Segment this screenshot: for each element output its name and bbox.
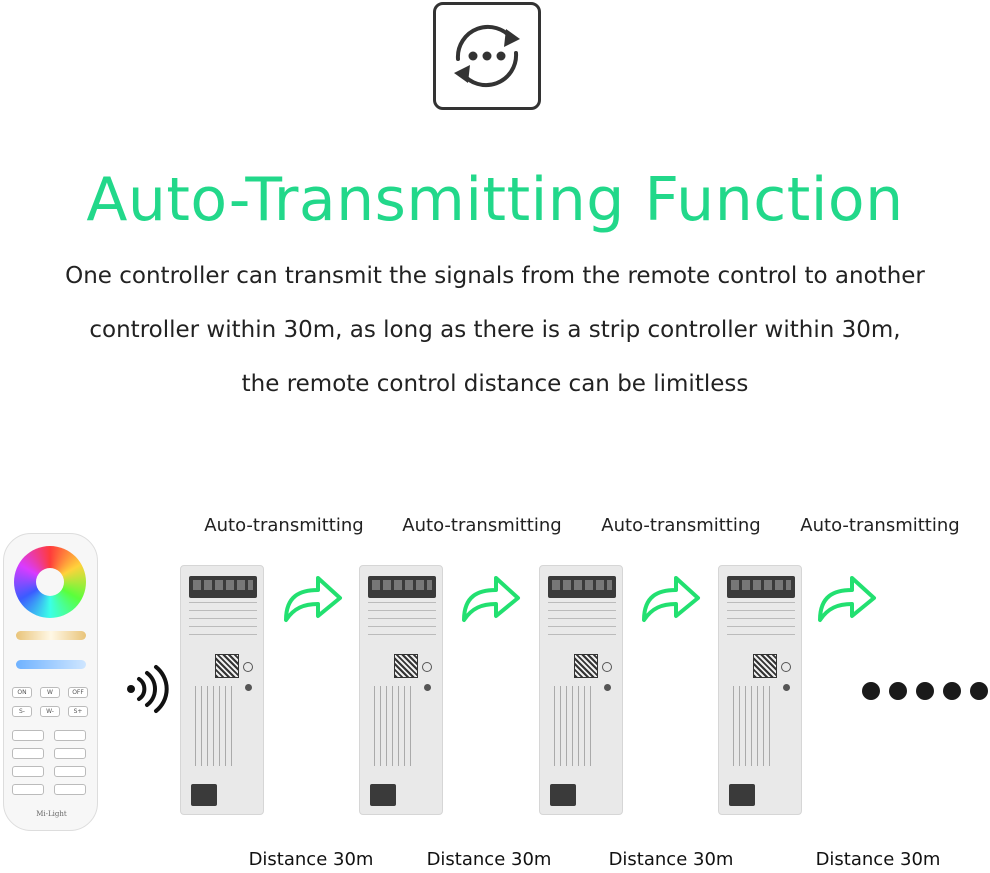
transmit-arrow-icon <box>642 576 700 622</box>
zone-button <box>12 730 44 741</box>
distance-label: Distance 30m <box>815 849 941 870</box>
description-line-2: controller within 30m, as long as there … <box>89 317 901 343</box>
brightness-bar <box>16 660 86 669</box>
strip-controller <box>359 565 443 815</box>
transmit-cycle-icon <box>433 2 541 110</box>
zone-button <box>54 784 86 795</box>
remote-button: S- <box>12 706 32 717</box>
transmit-label: Auto-transmitting <box>204 515 364 536</box>
transmit-arrow-icon <box>284 576 342 622</box>
transmit-label: Auto-transmitting <box>601 515 761 536</box>
distance-label: Distance 30m <box>248 849 374 870</box>
remote-button: W <box>40 687 60 698</box>
color-wheel <box>14 546 86 618</box>
zone-button <box>54 766 86 777</box>
remote-button: ON <box>12 687 32 698</box>
description-line-1: One controller can transmit the signals … <box>65 263 925 289</box>
zone-button <box>12 748 44 759</box>
zone-button <box>54 748 86 759</box>
zone-button <box>12 784 44 795</box>
white-temperature-bar <box>16 631 86 640</box>
transmit-label: Auto-transmitting <box>800 515 960 536</box>
distance-label: Distance 30m <box>608 849 734 870</box>
strip-controller <box>718 565 802 815</box>
strip-controller <box>539 565 623 815</box>
page-title: Auto-Transmitting Function <box>86 165 904 235</box>
remote-control: ON W OFF S- W- S+ Mi-Light <box>3 533 98 831</box>
remote-button: W- <box>40 706 60 717</box>
strip-controller <box>180 565 264 815</box>
transmit-label: Auto-transmitting <box>402 515 562 536</box>
distance-label: Distance 30m <box>426 849 552 870</box>
zone-button <box>54 730 86 741</box>
transmit-arrow-icon <box>462 576 520 622</box>
signal-waves-icon <box>125 664 175 718</box>
remote-button: S+ <box>68 706 88 717</box>
brand-logo: Mi-Light <box>36 810 67 818</box>
description-line-3: the remote control distance can be limit… <box>241 371 749 397</box>
zone-button <box>12 766 44 777</box>
remote-button: OFF <box>68 687 88 698</box>
transmit-arrow-icon <box>818 576 876 622</box>
